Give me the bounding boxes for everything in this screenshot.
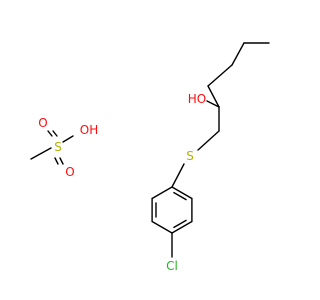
- bond-sulfur-ring: [171, 163, 185, 188]
- bond-chain-c3-c2: [207, 85, 220, 108]
- bond-methyl-sulfur: [30, 147, 52, 160]
- atom-sulfur-label: S: [54, 140, 62, 154]
- bond-ring-double-0: [173, 191, 187, 201]
- bond-sulfur-oxygen-bottom-1: [54, 157, 59, 165]
- chlorophenyl-sulfanyl-hexanol-molecule: HO S Cl: [151, 42, 270, 273]
- bond-sulfur-oxygen-top-1: [47, 130, 53, 137]
- bond-ring-0: [171, 186, 193, 200]
- atom-sulfur-label: S: [186, 149, 194, 163]
- bond-c2-hydroxyl: [206, 100, 220, 108]
- atom-oxygen-bottom-label: O: [65, 165, 74, 179]
- bond-ring-2: [171, 220, 193, 234]
- bond-ring-3: [151, 220, 173, 234]
- bond-ring-5: [151, 186, 173, 200]
- atom-chlorine-label: Cl: [166, 259, 178, 273]
- bond-sulfur-hydroxyl: [62, 135, 74, 143]
- bond-sulfur-oxygen-bottom-2: [59, 157, 64, 165]
- atom-hydroxyl-label: HO: [188, 92, 206, 106]
- bond-sulfur-oxygen-top-2: [52, 130, 58, 137]
- chemical-structure-canvas: S O O OH HO S Cl: [30, 42, 270, 273]
- methanesulfonic-acid-molecule: S O O OH: [30, 116, 98, 179]
- atom-hydroxyl-label: OH: [80, 123, 98, 137]
- bond-c1-sulfur: [197, 130, 220, 151]
- bond-ring-double-2: [173, 219, 187, 229]
- bond-chain-c5-c4: [231, 42, 245, 66]
- atom-oxygen-top-label: O: [38, 116, 47, 130]
- bond-chain-c4-c3: [207, 64, 233, 87]
